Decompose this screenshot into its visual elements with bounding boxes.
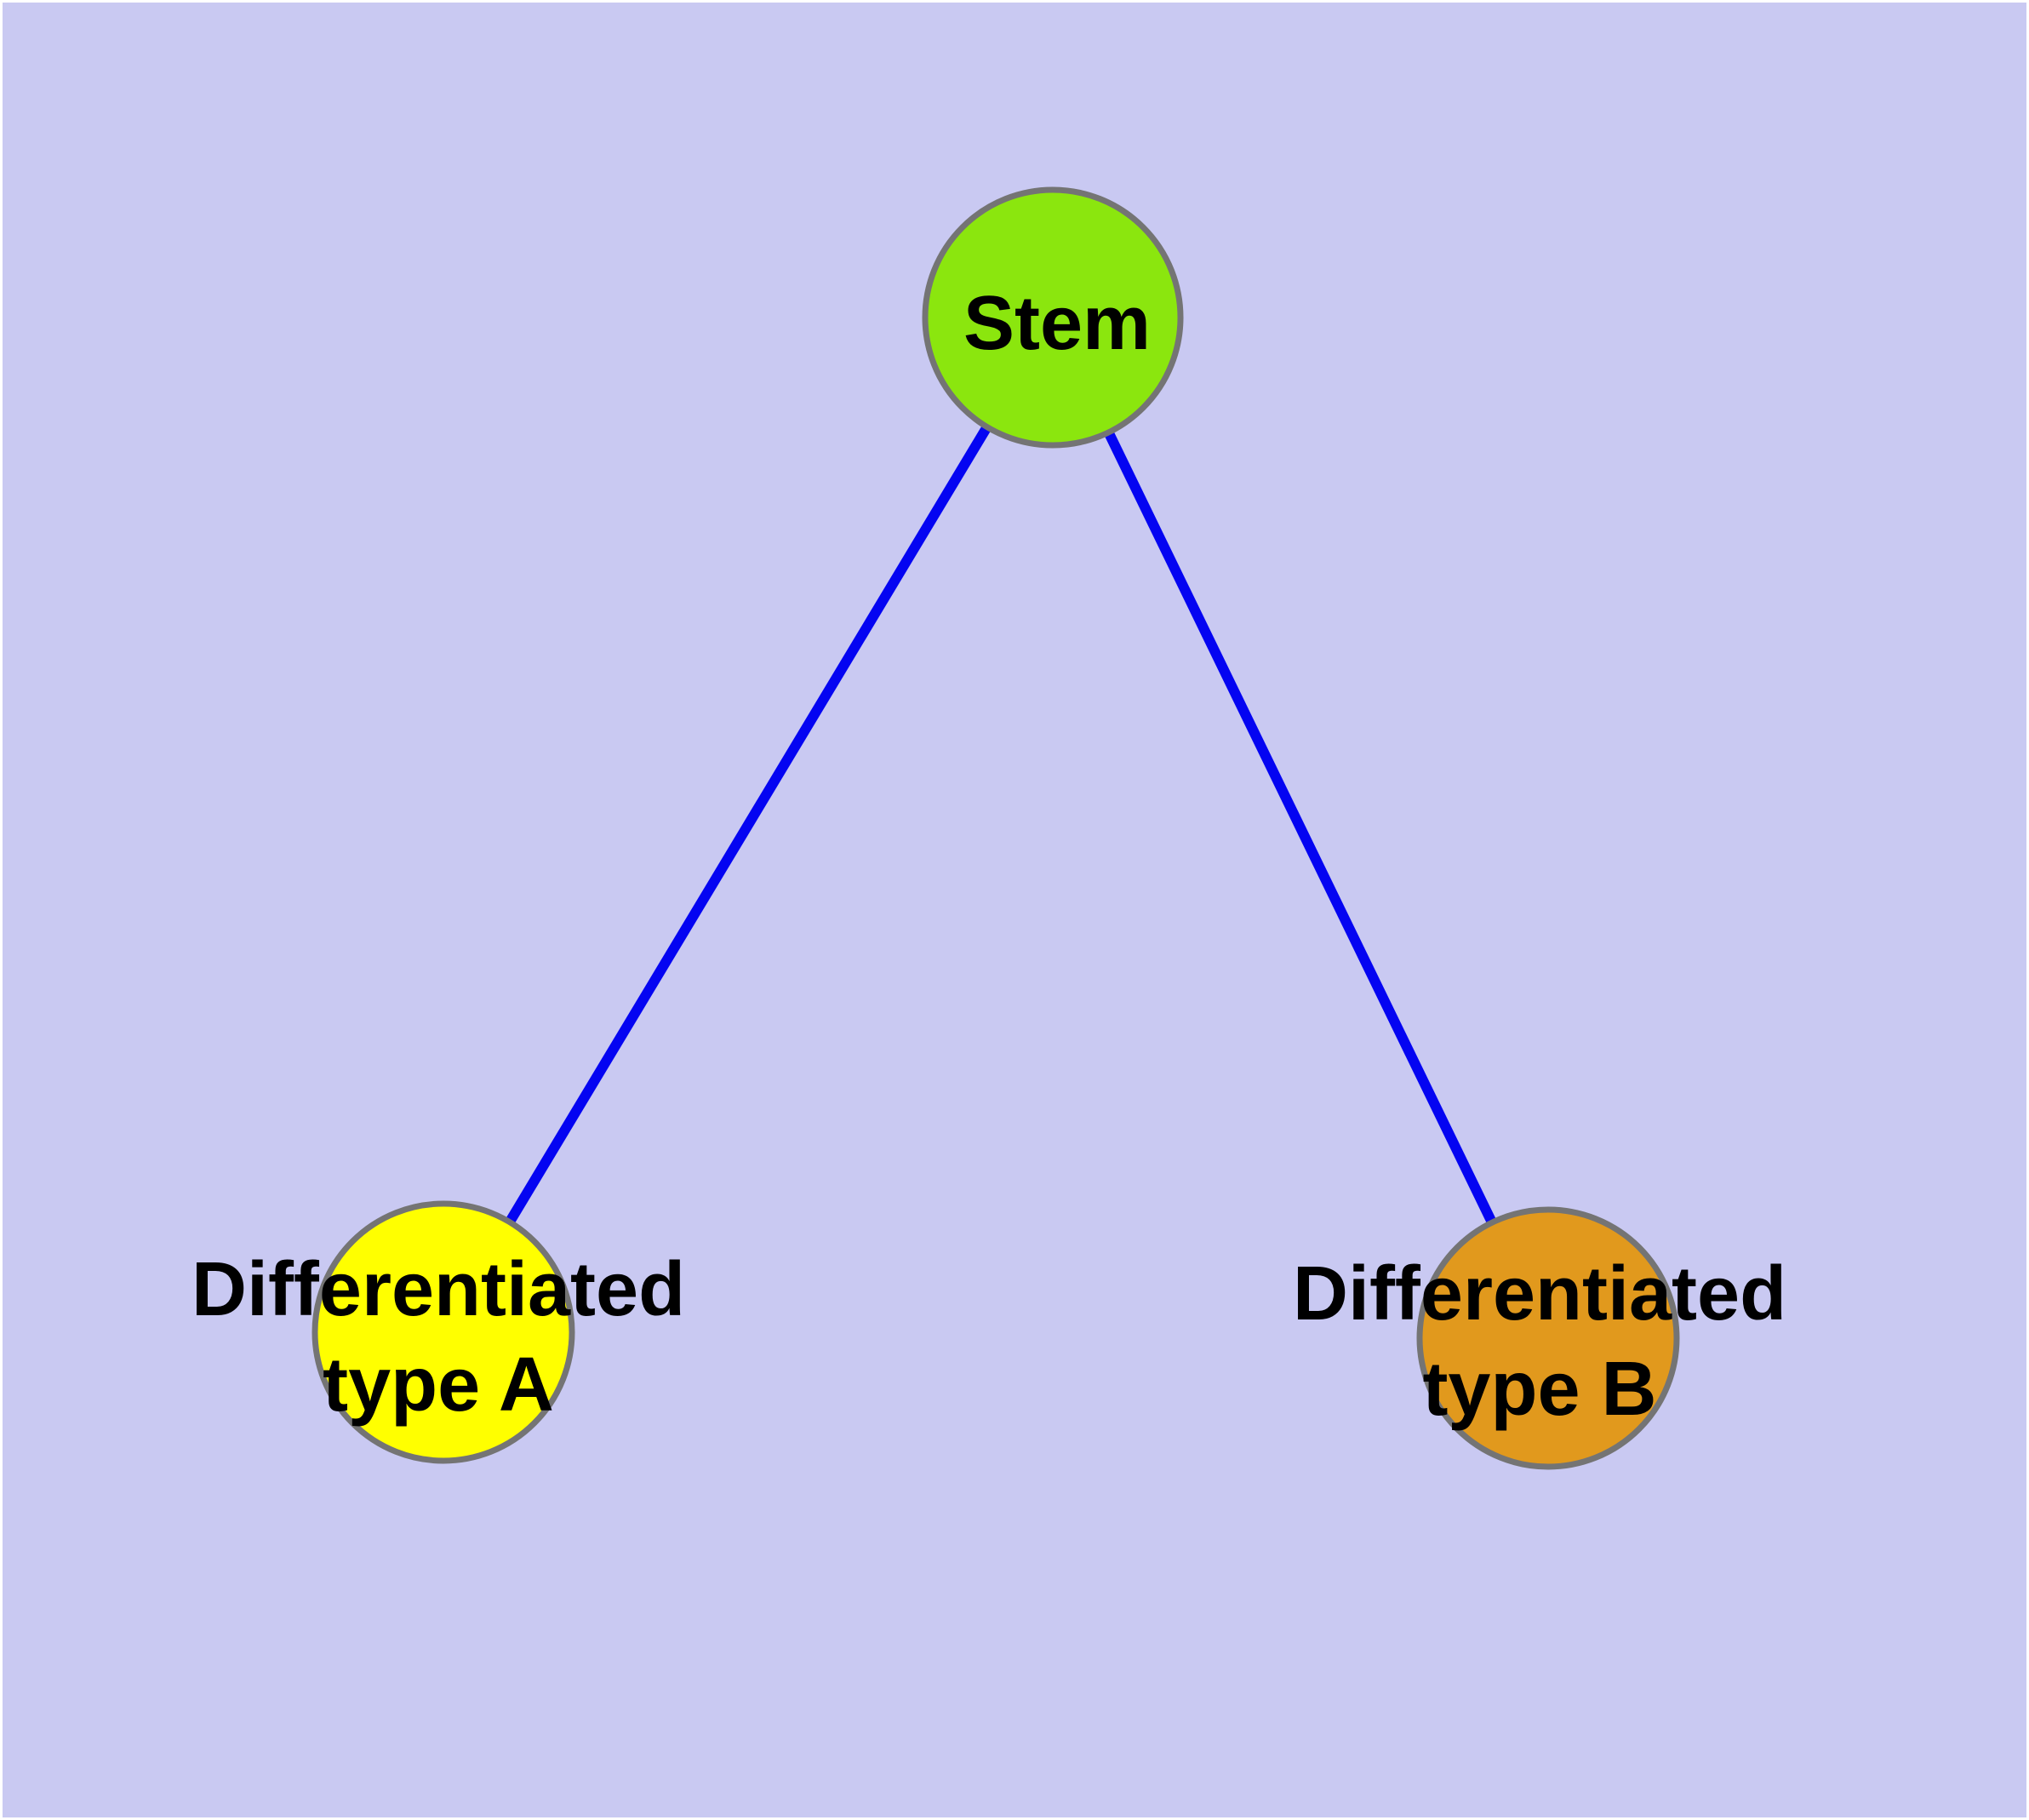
- node-stem-circle: [925, 190, 1180, 445]
- graph-svg: [3, 3, 2026, 1817]
- node-stem-circle-border: [922, 186, 1184, 449]
- node-type-a-label: Differentiated type A: [191, 1242, 685, 1433]
- node-stem-label: Stem: [963, 276, 1151, 371]
- node-type-b-circle: [1420, 1210, 1677, 1467]
- edge-stem-to-type-b: [1048, 315, 1553, 1341]
- node-type-a-circle: [315, 1204, 572, 1461]
- node-type-a-circle-border: [311, 1200, 575, 1464]
- node-type-a-label-line1: Differentiated: [191, 1247, 686, 1332]
- node-type-b-circle-border: [1416, 1206, 1680, 1470]
- node-type-a-label-line2: type A: [323, 1342, 554, 1428]
- node-type-b-label-line1: Differentiated: [1292, 1251, 1787, 1336]
- node-type-b-label: Differentiated type B: [1293, 1246, 1786, 1437]
- diagram-canvas: Stem Differentiated type A Differentiate…: [3, 3, 2026, 1817]
- node-stem-label-line: Stem: [963, 281, 1152, 366]
- edge-stem-to-type-a: [438, 314, 1058, 1336]
- node-type-b-label-line2: type B: [1422, 1347, 1657, 1432]
